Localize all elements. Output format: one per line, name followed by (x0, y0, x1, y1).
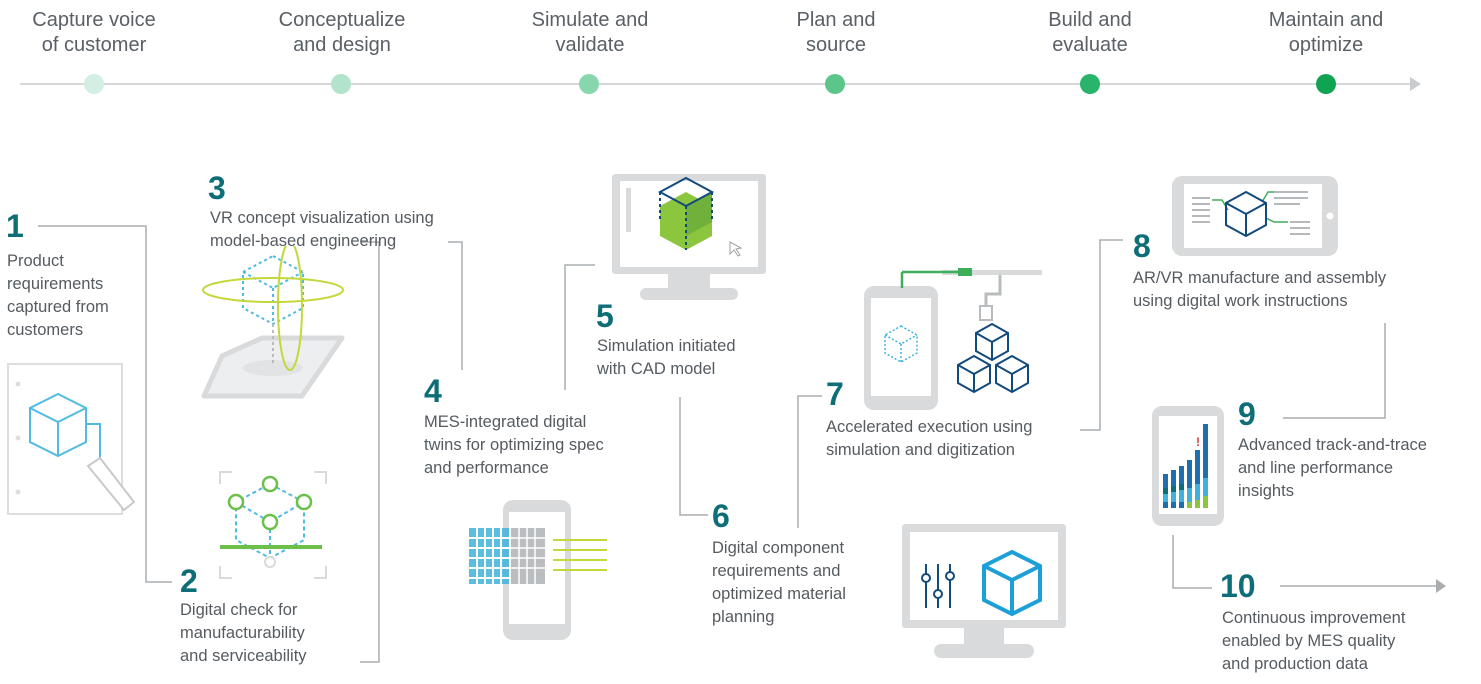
step-line: planning (712, 608, 775, 626)
step-line: captured from (7, 298, 109, 316)
phase-label-line1: Maintain and (1268, 9, 1384, 31)
step-line: model-based engineering (210, 232, 397, 250)
design-check-cube-icon (219, 471, 327, 579)
step-line: Digital component (712, 539, 845, 557)
step-line: Product (7, 252, 64, 270)
step-description-2: Digital check for manufacturability and … (180, 599, 307, 668)
step-line: with CAD model (597, 360, 716, 378)
tablet-bar-chart-icon: ! (1152, 406, 1224, 526)
step-line: and performance (424, 459, 549, 477)
step-description-10: Continuous improvement enabled by MES qu… (1222, 607, 1405, 676)
step-line: twins for optimizing spec (424, 436, 604, 454)
connector-10-arrowhead (1436, 579, 1446, 593)
step-line: and line performance (1238, 459, 1394, 477)
phase-maintain: Maintain and optimize (1246, 8, 1406, 58)
step-line: simulation and digitization (826, 441, 1015, 459)
phase-simulate: Simulate and validate (510, 8, 670, 58)
tablet-digital-twin-icon (469, 500, 607, 640)
phone-robot-assembly-icon (864, 268, 1042, 410)
step-line: Advanced track-and-trace (1238, 436, 1427, 454)
timeline-arrowhead (1410, 77, 1421, 91)
phase-label-line1: Capture voice (32, 9, 156, 31)
phase-label-line1: Simulate and (531, 9, 649, 31)
step-line: MES-integrated digital (424, 413, 587, 431)
phase-label-line2: evaluate (1052, 34, 1128, 56)
connector-7-8 (1080, 239, 1123, 431)
connector-3-4 (448, 241, 463, 370)
phase-label-line2: and design (293, 34, 391, 56)
connector-9-10 (1172, 535, 1212, 589)
phase-label-line2: of customer (41, 34, 147, 56)
step-line: and serviceability (180, 647, 307, 665)
step-line: enabled by MES quality (1222, 632, 1396, 650)
step-description-3: VR concept visualization using model-bas… (210, 207, 434, 253)
step-line: VR concept visualization using (210, 209, 434, 227)
step-description-6: Digital component requirements and optim… (712, 537, 846, 629)
document-cube-icon (7, 363, 136, 515)
step-number-9: 9 (1238, 396, 1256, 432)
connector-8-9 (1283, 323, 1386, 419)
phase-label-line1: Build and (1048, 9, 1132, 31)
step-line: manufacturability (180, 624, 305, 642)
step-line: using digital work instructions (1133, 292, 1348, 310)
phase-dot-6 (1316, 74, 1336, 94)
connector-1-2 (38, 225, 172, 583)
step-description-5: Simulation initiated with CAD model (597, 335, 736, 381)
ar-hologram-cube-icon (201, 246, 345, 399)
phase-build: Build and evaluate (1010, 8, 1170, 58)
step-number-3: 3 (208, 170, 226, 206)
step-line: Simulation initiated (597, 337, 736, 355)
step-line: Accelerated execution using (826, 418, 1033, 436)
phase-plan: Plan and source (756, 8, 916, 58)
step-description-4: MES-integrated digital twins for optimiz… (424, 411, 604, 480)
monitor-planning-icon (902, 524, 1066, 658)
step-description-8: AR/VR manufacture and assembly using dig… (1133, 267, 1386, 313)
step-line: customers (7, 321, 84, 339)
step-line: requirements (7, 275, 104, 293)
phase-dot-5 (1080, 74, 1100, 94)
phase-label-line2: source (805, 34, 867, 56)
step-number-1: 1 (6, 208, 24, 244)
step-description-1: Product requirements captured from custo… (7, 250, 109, 342)
step-line: Digital check for (180, 601, 298, 619)
phase-dot-1 (84, 74, 104, 94)
phase-dot-4 (825, 74, 845, 94)
svg-text:!: ! (1196, 435, 1200, 449)
step-number-5: 5 (596, 298, 614, 334)
step-number-2: 2 (180, 563, 198, 599)
phase-label-line1: Conceptualize (278, 9, 406, 31)
step-description-9: Advanced track-and-trace and line perfor… (1238, 434, 1427, 503)
step-number-8: 8 (1133, 228, 1151, 264)
connector-6-7 (797, 395, 822, 528)
step-line: insights (1238, 482, 1294, 500)
step-number-4: 4 (424, 373, 442, 409)
phase-dot-3 (579, 74, 599, 94)
tablet-ar-instructions-icon (1172, 176, 1338, 256)
step-line: AR/VR manufacture and assembly (1133, 269, 1387, 287)
phase-label-line2: validate (555, 34, 625, 56)
connector-4-5 (564, 264, 595, 390)
step-line: requirements and (712, 562, 841, 580)
connector-5-6 (679, 397, 708, 516)
step-line: Continuous improvement (1222, 609, 1406, 627)
phase-label-line2: optimize (1288, 34, 1364, 56)
connector-2-3 (360, 241, 380, 663)
phase-dot-2 (331, 74, 351, 94)
step-line: and production data (1222, 655, 1368, 673)
step-number-6: 6 (712, 498, 730, 534)
phase-capture: Capture voice of customer (14, 8, 174, 58)
phase-conceptualize: Conceptualize and design (262, 8, 422, 58)
step-number-10: 10 (1220, 568, 1256, 604)
step-description-7: Accelerated execution using simulation a… (826, 416, 1032, 462)
phase-label-line1: Plan and (796, 9, 876, 31)
step-connectors (38, 225, 1386, 663)
monitor-cad-simulation-icon (612, 174, 766, 300)
step-number-7: 7 (826, 376, 844, 412)
step-line: optimized material (712, 585, 846, 603)
